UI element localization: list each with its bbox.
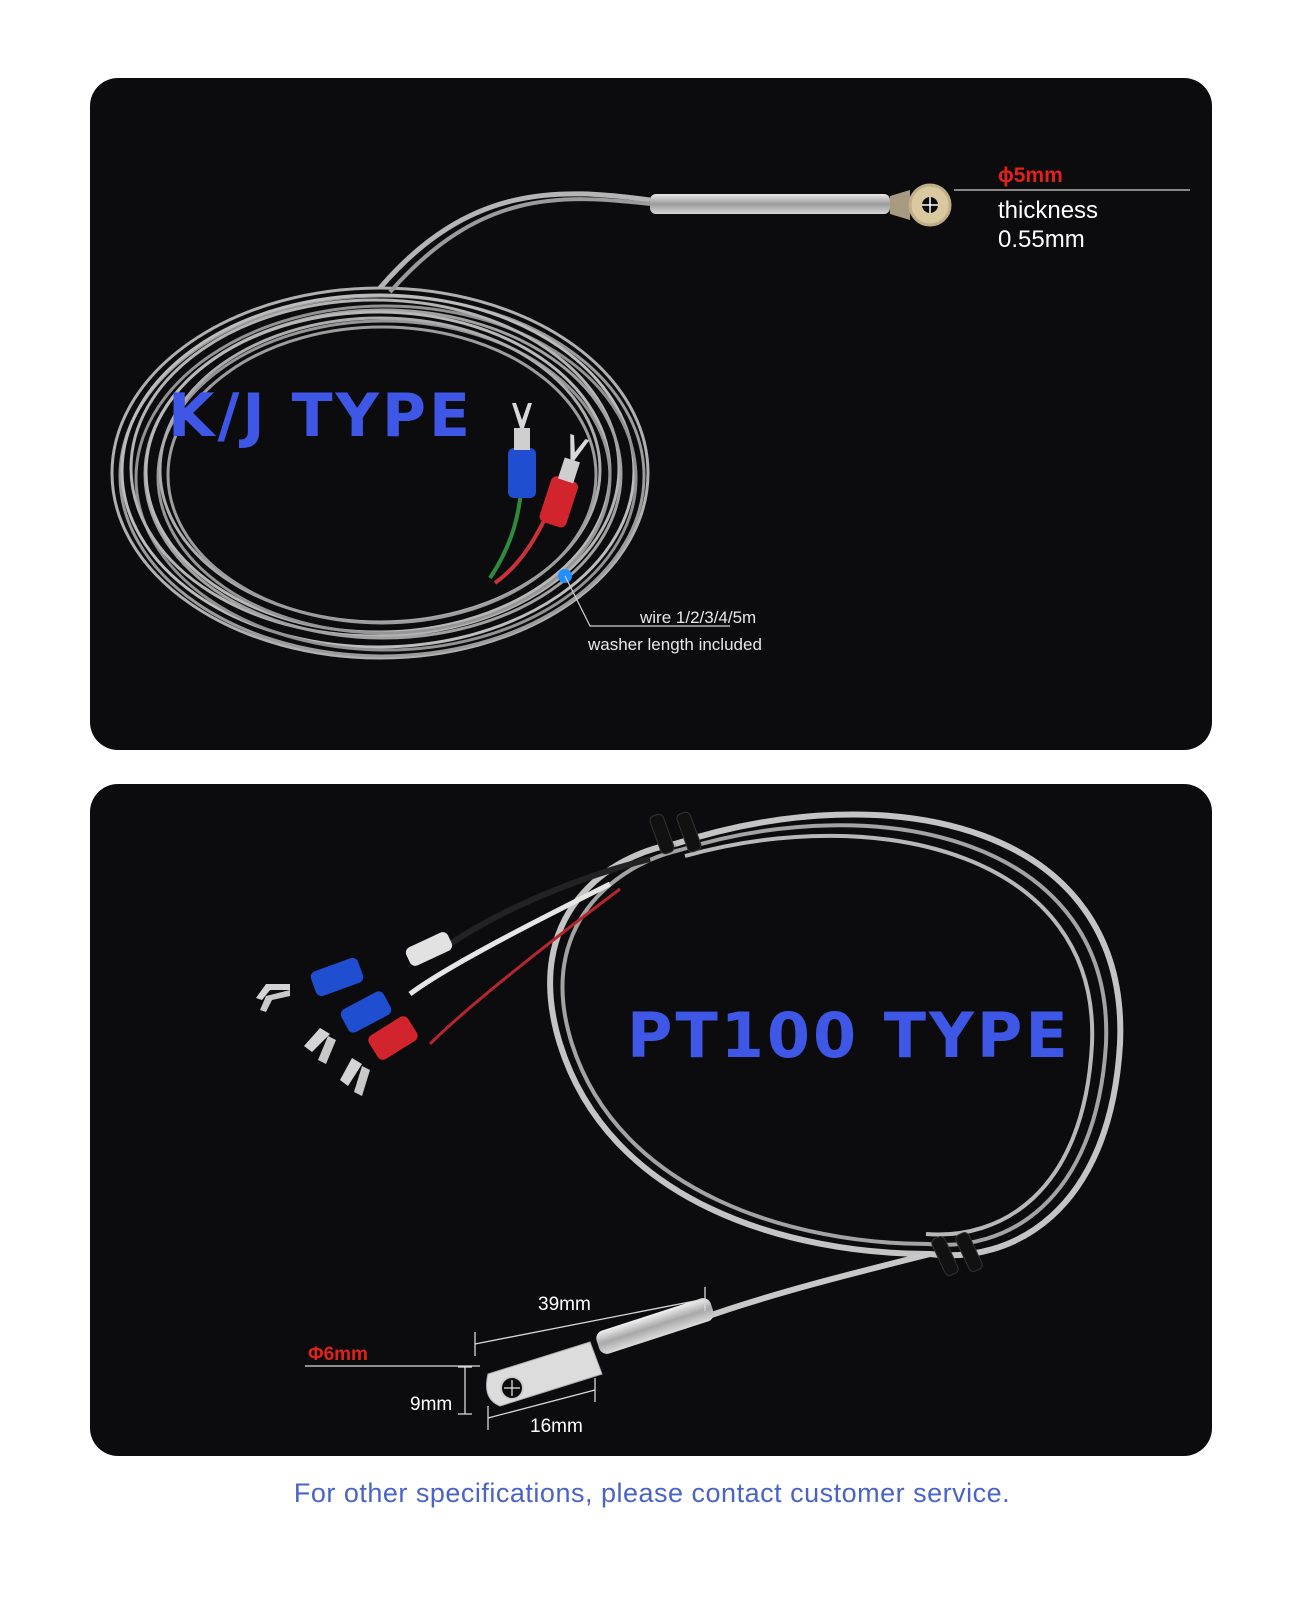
dimension-lines <box>305 1287 706 1430</box>
pt100-lug-length-label: 16mm <box>530 1416 583 1437</box>
kj-thickness-word: thickness <box>998 197 1099 224</box>
pt100-blue-spade-1 <box>256 957 364 1012</box>
pt100-blue-spade-2 <box>304 991 392 1064</box>
coiled-cable <box>110 286 650 660</box>
pt100-type-panel: PT100 TYPE Φ6mm 39mm 9mm 16mm <box>90 784 1212 1456</box>
pt100-width-label: 9mm <box>410 1394 453 1415</box>
contact-note: For other specifications, please contact… <box>293 1478 1011 1508</box>
pt100-sensor-image <box>256 811 1124 1430</box>
pt100-lug-terminal <box>486 1341 603 1407</box>
kj-thickness-value: 0.55mm <box>998 226 1085 253</box>
blue-spade-connector <box>508 403 536 498</box>
kj-wire-length-label: wire 1/2/3/4/5m <box>640 608 757 627</box>
red-spade-connector <box>539 434 590 528</box>
kj-thickness-label: thickness 0.55mm <box>998 196 1098 254</box>
kj-diameter-label: ϕ5mm <box>998 164 1063 187</box>
kj-thermocouple-image <box>110 183 1190 660</box>
pt100-length-label: 39mm <box>538 1294 591 1315</box>
pt100-probe-sleeve <box>596 1298 714 1354</box>
pt100-red-spade <box>340 1016 418 1096</box>
probe-sleeve <box>650 194 890 214</box>
kj-type-title: K/J TYPE <box>168 381 473 451</box>
kj-washer-note: washer length included <box>588 635 762 654</box>
pt100-diameter-label: Φ6mm <box>308 1344 368 1365</box>
pt100-type-title: PT100 TYPE <box>627 999 1071 1072</box>
kj-type-panel: K/J TYPE ϕ5mm thickness 0.55mm wire 1/2/… <box>90 78 1212 750</box>
